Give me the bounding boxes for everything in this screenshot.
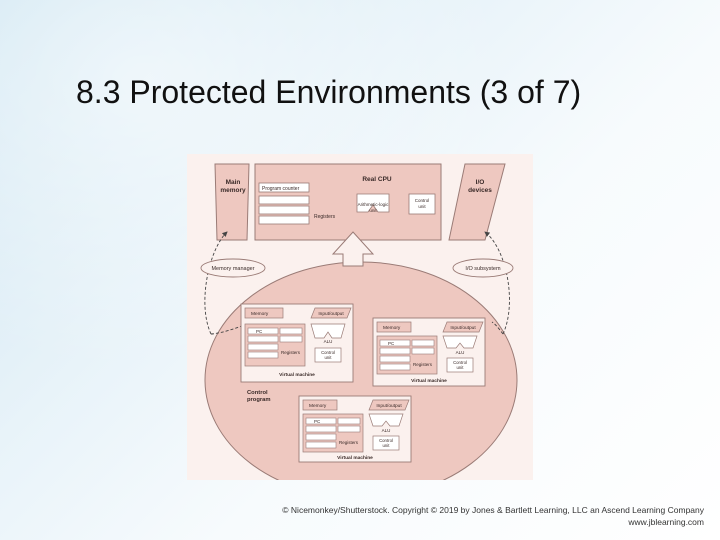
virtual-machine-3: Memory Input/output PC Registers ALU Con… — [298, 395, 412, 463]
vm-caption: Virtual machine — [279, 372, 315, 378]
vm-caption: Virtual machine — [411, 378, 447, 384]
memory-manager-label: Memory manager — [211, 266, 254, 272]
vm-registers-label: Registers — [281, 350, 301, 355]
virtual-machine-1: Memory Input/output PC Registers ALU Con… — [240, 303, 354, 383]
io-subsystem-label: I/O subsystem — [465, 266, 501, 272]
vm-memory-label: Memory — [251, 311, 269, 317]
vm-alu-label: ALU — [324, 339, 333, 344]
io-subsystem-label-group: I/O subsystem — [452, 258, 514, 278]
program-counter-label: Program counter — [262, 186, 300, 192]
vm-input-output-label: Input/output — [376, 403, 402, 409]
vm-memory-label: Memory — [383, 325, 401, 331]
memory-manager-label-group: Memory manager — [200, 258, 266, 278]
vm-alu-label: ALU — [456, 350, 465, 355]
website-link[interactable]: www.jblearning.com — [628, 517, 704, 527]
vm-memory-label: Memory — [309, 403, 327, 409]
memory-manager-arrow — [204, 231, 228, 335]
io-subsystem-link — [491, 321, 504, 335]
vm-pc-label: PC — [314, 419, 321, 424]
vm-registers-label: Registers — [339, 440, 359, 445]
memory-manager-link — [210, 311, 263, 335]
real-cpu-box: Real CPU Program counter Registers Arith… — [254, 163, 442, 241]
virtual-machine-2: Memory Input/output PC Registers ALU Con… — [372, 317, 486, 387]
footer: © Nicemonkey/Shutterstock. Copyright © 2… — [282, 504, 704, 528]
up-arrow-icon — [331, 231, 375, 267]
vm-alu-label: ALU — [382, 428, 391, 433]
vm-input-output-label: Input/output — [450, 325, 476, 331]
vm-pc-label: PC — [388, 341, 395, 346]
copyright-notice: © Nicemonkey/Shutterstock. Copyright © 2… — [282, 505, 704, 515]
vm-registers-label: Registers — [413, 362, 433, 367]
io-subsystem-arrow — [484, 231, 510, 335]
vm-caption: Virtual machine — [337, 455, 373, 461]
real-cpu-label: Real CPU — [362, 176, 392, 183]
slide-title: 8.3 Protected Environments (3 of 7) — [76, 74, 582, 110]
registers-label: Registers — [314, 214, 336, 220]
vm-input-output-label: Input/output — [318, 311, 344, 317]
vm-pc-label: PC — [256, 329, 263, 334]
